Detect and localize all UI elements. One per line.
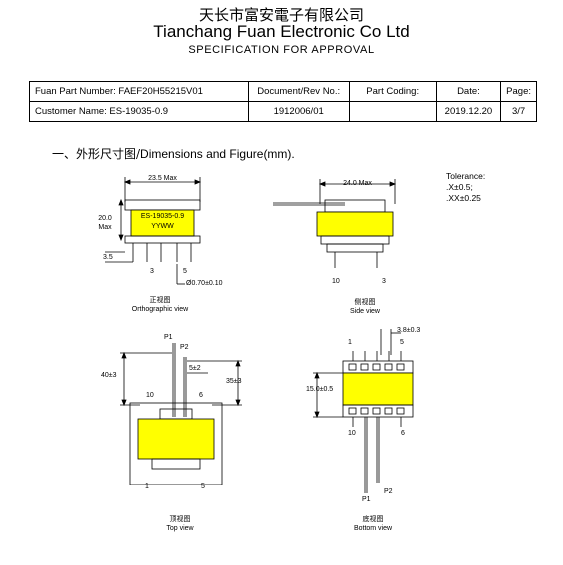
- ortho-pin-diameter: Ø0.70±0.10: [186, 280, 223, 287]
- bottom-lead-label-p2: P2: [384, 488, 393, 495]
- bottom-width-dimension: 15.0±0.5: [306, 386, 334, 393]
- orthographic-view-drawing: [105, 177, 202, 285]
- date-label-cell: Date:: [435, 81, 502, 102]
- date-value-cell: 2019.12.20: [435, 101, 502, 122]
- doc-rev-value-cell: 1912006/01: [247, 101, 350, 122]
- ortho-part-label: ES-19035-0.9: [140, 213, 185, 220]
- company-name-english: Tianchang Fuan Electronic Co Ltd: [153, 22, 410, 41]
- top-dimension-5: 5±2: [189, 365, 201, 372]
- doc-rev-label-cell: Document/Rev No.:: [247, 81, 350, 102]
- top-pin-label-6: 6: [199, 392, 203, 399]
- ortho-pin-label-3: 3: [150, 268, 154, 275]
- ortho-height-dimension-value: 20.0: [98, 215, 112, 222]
- ortho-caption-english: Orthographic view: [131, 306, 189, 313]
- ortho-width-dimension: 23.5 Max: [148, 175, 177, 182]
- top-pin-label-10: 10: [146, 392, 154, 399]
- section-title: 一、外形尺寸图/Dimensions and Figure(mm).: [52, 145, 295, 162]
- top-view-drawing: [120, 343, 242, 485]
- tolerance-xx: .XX±0.25: [446, 193, 481, 203]
- ortho-pin-label-5: 5: [183, 268, 187, 275]
- top-dimension-40: 40±3: [101, 372, 117, 379]
- top-caption: 顶视图 Top view: [135, 514, 225, 534]
- top-lead-label-p1: P1: [164, 334, 173, 341]
- info-table-row: Fuan Part Number: FAEF20H55215V01 Docume…: [29, 81, 537, 102]
- top-caption-chinese: 顶视图: [169, 515, 191, 523]
- bottom-pin-label-5: 5: [400, 339, 404, 346]
- company-name-chinese: 天长市富安電子有限公司: [198, 6, 364, 24]
- side-pin-label-10: 10: [332, 278, 340, 285]
- bottom-caption: 底视图 Bottom view: [328, 514, 418, 534]
- bottom-pin-label-10: 10: [348, 430, 356, 437]
- section-title-chinese: 一、外形尺寸图/: [52, 147, 141, 161]
- ortho-date-code: YYWW: [151, 223, 174, 230]
- side-width-dimension: 24.0 Max: [343, 180, 372, 187]
- ortho-pin-dimension: 3.5: [103, 254, 113, 261]
- top-caption-english: Top view: [166, 525, 194, 532]
- page-label-cell: Page:: [500, 81, 537, 102]
- bottom-pin-label-1: 1: [348, 339, 352, 346]
- side-pin-label-3: 3: [382, 278, 386, 285]
- bottom-pitch-dimension: 3.8±0.3: [397, 327, 421, 334]
- side-caption-english: Side view: [350, 308, 380, 315]
- side-caption: 侧视图 Side view: [320, 297, 410, 317]
- top-pin-label-1: 1: [145, 483, 149, 490]
- bottom-view-drawing: [313, 329, 414, 493]
- section-title-english: Dimensions and Figure(mm).: [140, 147, 295, 161]
- part-number-cell: Fuan Part Number: FAEF20H55215V01: [29, 81, 249, 102]
- document-title: SPECIFICATION FOR APPROVAL: [188, 44, 375, 56]
- top-lead-label-p2: P2: [180, 344, 189, 351]
- bottom-caption-english: Bottom view: [353, 525, 393, 532]
- customer-name-cell: Customer Name: ES-19035-0.9: [29, 101, 249, 122]
- info-table-row: Customer Name: ES-19035-0.9 1912006/01 2…: [29, 101, 537, 122]
- tolerance-x: .X±0.5;: [446, 182, 473, 192]
- part-coding-label-cell: Part Coding:: [348, 81, 437, 102]
- bottom-lead-label-p1: P1: [362, 496, 371, 503]
- bottom-pin-label-6: 6: [401, 430, 405, 437]
- ortho-height-dimension-max: Max: [98, 224, 112, 231]
- page-value-cell: 3/7: [500, 101, 537, 122]
- part-coding-value-cell: [348, 101, 437, 122]
- tolerance-note: Tolerance: .X±0.5; .XX±0.25: [446, 171, 485, 204]
- info-table: Fuan Part Number: FAEF20H55215V01 Docume…: [29, 81, 537, 122]
- side-view-drawing: [273, 179, 397, 268]
- side-caption-chinese: 侧视图: [354, 298, 376, 306]
- top-dimension-35: 35±3: [226, 378, 242, 385]
- top-pin-label-5: 5: [201, 483, 205, 490]
- ortho-caption: 正视图 Orthographic view: [115, 295, 205, 315]
- bottom-caption-chinese: 底视图: [362, 515, 384, 523]
- tolerance-label: Tolerance:: [446, 171, 486, 181]
- ortho-caption-chinese: 正视图: [149, 296, 171, 304]
